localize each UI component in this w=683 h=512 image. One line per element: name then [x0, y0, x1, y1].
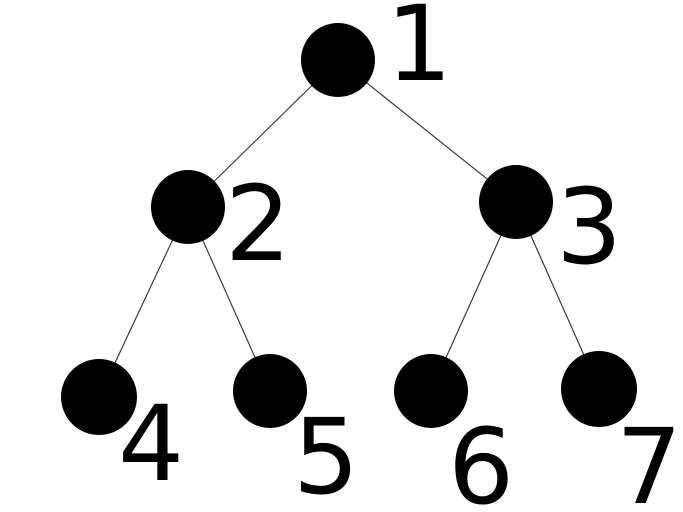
tree-edge-1-3 — [337, 59, 517, 203]
node-label-6: 6 — [448, 406, 514, 512]
tree-node-2[interactable] — [151, 170, 225, 244]
tree-node-6[interactable] — [394, 354, 468, 428]
node-label-7: 7 — [616, 406, 682, 512]
tree-node-5[interactable] — [233, 354, 307, 428]
node-label-4: 4 — [118, 383, 184, 505]
tree-node-3[interactable] — [479, 165, 553, 239]
node-label-3: 3 — [556, 166, 622, 288]
tree-node-7[interactable] — [561, 351, 637, 427]
tree-node-1[interactable] — [301, 23, 375, 97]
node-label-1: 1 — [386, 0, 452, 105]
node-label-5: 5 — [293, 396, 359, 512]
node-layer — [61, 23, 637, 435]
tree-node-4[interactable] — [61, 359, 137, 435]
node-label-2: 2 — [225, 163, 291, 285]
